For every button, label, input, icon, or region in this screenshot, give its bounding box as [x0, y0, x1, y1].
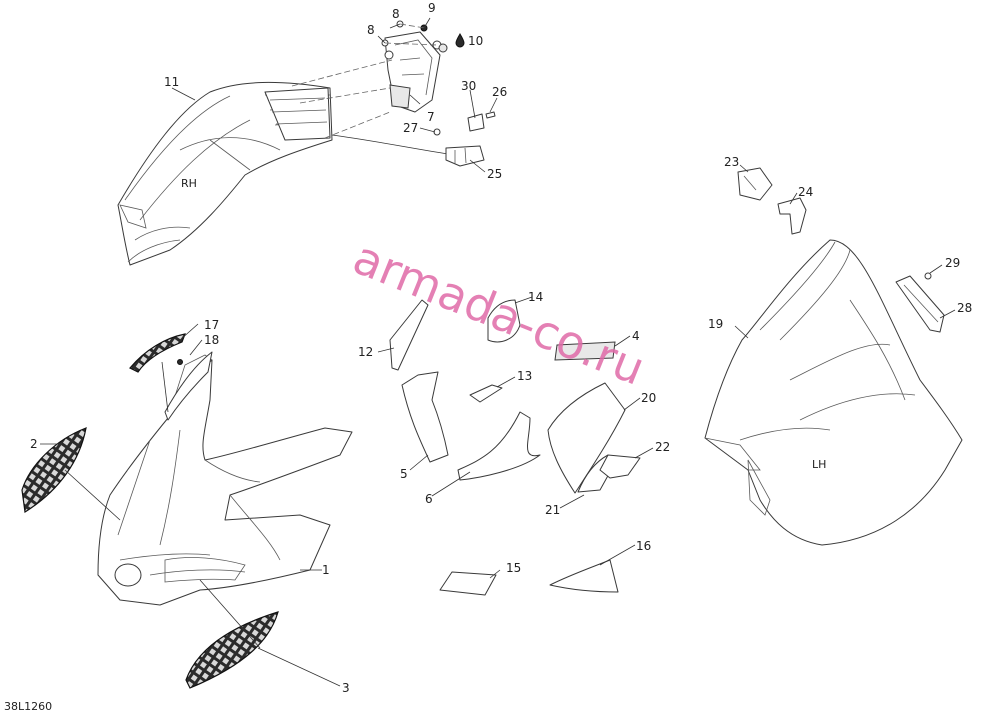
connector-25[interactable] [445, 145, 485, 167]
clip-30[interactable] [467, 113, 485, 132]
decal-16[interactable] [549, 559, 619, 593]
callout-9: 9 [428, 1, 436, 15]
decal-14[interactable] [487, 299, 521, 343]
callout-26: 26 [492, 85, 507, 99]
part-24[interactable] [777, 197, 807, 235]
screw-26[interactable] [485, 111, 496, 119]
callout-17: 17 [204, 318, 219, 332]
callout-16: 16 [636, 539, 651, 553]
callout-22: 22 [655, 440, 670, 454]
callout-24: 24 [798, 185, 813, 199]
lh-side-label: LH [812, 458, 826, 471]
callout-1: 1 [322, 563, 330, 577]
decal-6[interactable] [457, 411, 541, 481]
callout-18: 18 [204, 333, 219, 347]
front-fairing[interactable] [97, 354, 353, 606]
callout-15: 15 [506, 561, 521, 575]
callout-2: 2 [30, 437, 38, 451]
callout-20: 20 [641, 391, 656, 405]
callout-30: 30 [461, 79, 476, 93]
callout-8b: 8 [367, 23, 375, 37]
bracket-28[interactable] [895, 275, 945, 333]
callout-4: 4 [632, 329, 640, 343]
trim-strip-18[interactable] [164, 351, 213, 421]
callout-21: 21 [545, 503, 560, 517]
callout-6: 6 [425, 492, 433, 506]
callout-11: 11 [164, 75, 179, 89]
decal-15[interactable] [439, 571, 497, 596]
decal-5[interactable] [401, 371, 449, 463]
callout-13: 13 [517, 369, 532, 383]
decal-22[interactable] [599, 454, 641, 479]
decal-13[interactable] [469, 384, 503, 403]
decal-20[interactable] [547, 382, 626, 494]
vent-17[interactable] [129, 333, 186, 373]
watermark: armada-co.ru [346, 230, 652, 396]
lh-side-panel[interactable] [704, 239, 963, 546]
diagram-code: 38L1260 [4, 700, 52, 713]
callout-14: 14 [528, 290, 543, 304]
callout-27: 27 [403, 121, 418, 135]
decal-12[interactable] [389, 299, 429, 371]
callout-5: 5 [400, 467, 408, 481]
drop-icon [455, 33, 465, 48]
callout-19: 19 [708, 317, 723, 331]
callout-29: 29 [945, 256, 960, 270]
callout-12: 12 [358, 345, 373, 359]
screw-29[interactable] [924, 272, 932, 280]
callout-25: 25 [487, 167, 502, 181]
callout-7: 7 [427, 110, 435, 124]
rh-side-label: RH [181, 177, 197, 190]
rh-side-panel[interactable] [117, 81, 333, 266]
grille-2[interactable] [21, 427, 87, 514]
grille-3[interactable] [185, 611, 279, 689]
callout-28: 28 [957, 301, 972, 315]
part-23[interactable] [737, 167, 773, 201]
callout-10: 10 [468, 34, 483, 48]
washer-10[interactable] [438, 43, 448, 53]
headlight-bracket[interactable] [384, 31, 442, 113]
callout-8a: 8 [392, 7, 400, 21]
leader-lines [40, 17, 956, 687]
screw-18[interactable] [177, 359, 183, 365]
callout-3: 3 [342, 681, 350, 695]
callout-23: 23 [724, 155, 739, 169]
decal-4[interactable] [554, 341, 616, 361]
